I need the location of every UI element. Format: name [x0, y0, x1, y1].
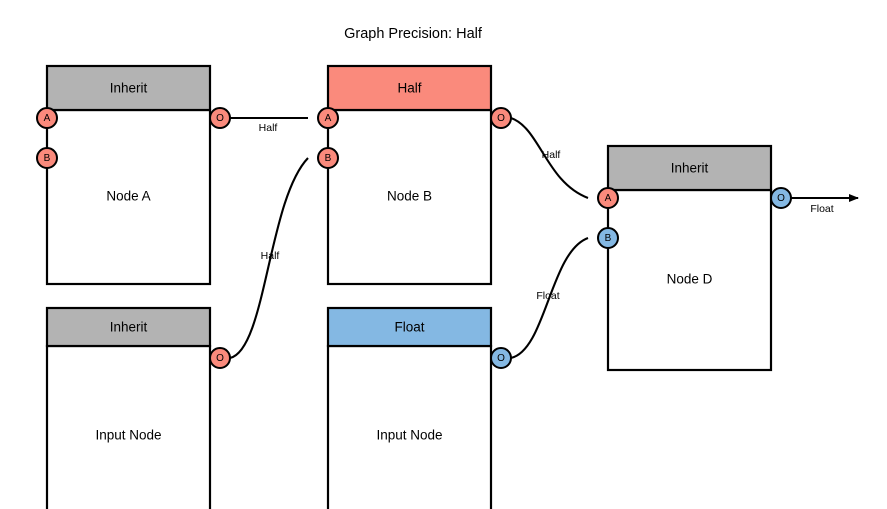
node-body[interactable] [326, 108, 493, 286]
node-body-label: Node B [387, 189, 432, 204]
node-header-label: Inherit [671, 161, 709, 176]
node-header[interactable] [45, 306, 212, 348]
node-output-port[interactable]: O [490, 107, 512, 129]
node-header[interactable] [606, 144, 773, 192]
node-body-label: Node A [106, 189, 150, 204]
edge-line[interactable] [229, 157, 309, 360]
node-output-port[interactable]: O [209, 347, 231, 369]
port-circle[interactable] [36, 147, 58, 169]
node-header[interactable] [45, 64, 212, 112]
edge-line[interactable] [510, 237, 589, 360]
edge-label: Half [261, 250, 280, 262]
node-output-port[interactable]: O [770, 187, 792, 209]
node-header-label: Float [394, 320, 424, 335]
node-header-label: Inherit [110, 81, 148, 96]
graph-edge[interactable]: Half [510, 117, 589, 199]
port-circle[interactable] [597, 187, 619, 209]
edge-label: Half [542, 149, 561, 161]
graph-edge[interactable]: Half [229, 157, 309, 360]
node-input-port[interactable]: B [36, 147, 58, 169]
node-header[interactable] [326, 64, 493, 112]
port-circle[interactable] [317, 107, 339, 129]
node-output-port[interactable]: O [490, 347, 512, 369]
node-input-port[interactable]: B [597, 227, 619, 249]
port-circle[interactable] [490, 107, 512, 129]
port-circle[interactable] [209, 347, 231, 369]
page-title: Graph Precision: Half [344, 26, 483, 42]
port-circle[interactable] [36, 107, 58, 129]
node-input-port[interactable]: B [317, 147, 339, 169]
node-input-port[interactable]: A [597, 187, 619, 209]
edge-label: Float [536, 290, 559, 302]
node-input-port[interactable]: A [36, 107, 58, 129]
graph-edge[interactable]: Float [791, 194, 859, 215]
node-output-port[interactable]: O [209, 107, 231, 129]
node-header-label: Inherit [110, 320, 148, 335]
graph-edge[interactable]: Half [230, 116, 308, 134]
node-body-label: Input Node [376, 428, 442, 443]
node-header[interactable] [326, 306, 493, 348]
port-circle[interactable] [770, 187, 792, 209]
edge-label: Half [259, 122, 278, 134]
edge-line[interactable] [510, 117, 589, 199]
port-circle[interactable] [317, 147, 339, 169]
node-body[interactable] [326, 344, 493, 509]
node-body[interactable] [45, 344, 212, 509]
edge-label: Float [810, 203, 833, 215]
node-header-label: Half [397, 81, 421, 96]
port-circle[interactable] [209, 107, 231, 129]
node-body-label: Node D [667, 272, 713, 287]
node-input-port[interactable]: A [317, 107, 339, 129]
node-body[interactable] [45, 108, 212, 286]
graph-edge[interactable]: Float [510, 237, 589, 360]
node-body-label: Input Node [95, 428, 161, 443]
port-circle[interactable] [597, 227, 619, 249]
port-circle[interactable] [490, 347, 512, 369]
